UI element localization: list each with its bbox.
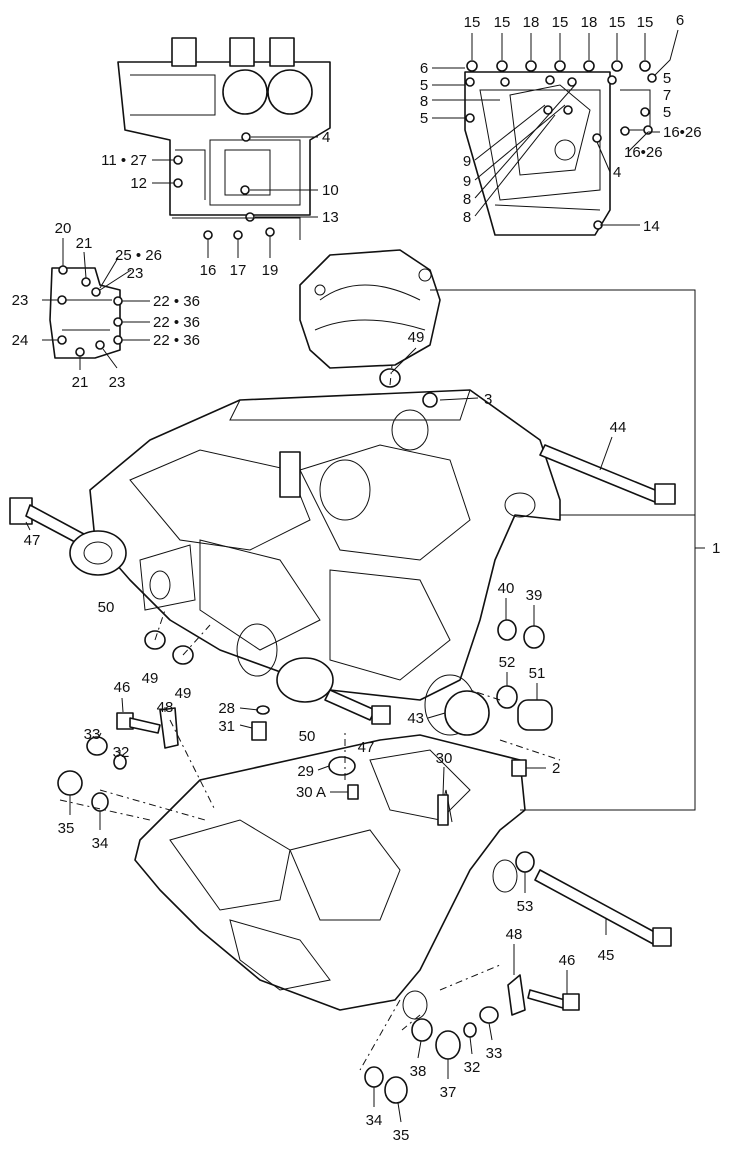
callout-labels: 15 15 18 15 18 15 15 6 6 5 8 5 5 7 5 16•…	[12, 12, 721, 1144]
callout-49: 49	[408, 329, 425, 346]
callout-5: 5	[420, 77, 428, 94]
callout-2: 2	[552, 760, 560, 777]
callout-15: 15	[637, 14, 654, 31]
callout-32: 32	[464, 1059, 481, 1076]
upper-crankcase	[89, 389, 561, 736]
callout-45: 45	[598, 947, 615, 964]
callout-48: 48	[157, 699, 174, 716]
callout-4: 4	[322, 129, 330, 146]
callout-50: 50	[98, 599, 115, 616]
callout-37: 37	[440, 1084, 457, 1101]
callout-10: 10	[322, 182, 339, 199]
callout-5: 5	[663, 70, 671, 87]
callout-28: 28	[218, 700, 235, 717]
inset-cover-plate	[49, 265, 123, 359]
callout-19: 19	[262, 262, 279, 279]
callout-44: 44	[610, 419, 627, 436]
callout-49: 49	[142, 670, 159, 687]
callout-24: 24	[12, 332, 29, 349]
callout-5: 5	[663, 104, 671, 121]
callout-34: 34	[366, 1112, 383, 1129]
callout-15: 15	[552, 14, 569, 31]
callout-29: 29	[297, 763, 314, 780]
callout-23: 23	[12, 292, 29, 309]
callout-52: 52	[499, 654, 516, 671]
callout-30: 30	[436, 750, 453, 767]
callout-50: 50	[299, 728, 316, 745]
inset-lower-case-view	[464, 60, 657, 236]
inset-cylinder-view	[117, 37, 331, 240]
callout-33: 33	[486, 1045, 503, 1062]
callout-15: 15	[609, 14, 626, 31]
callout-38: 38	[410, 1063, 427, 1080]
alignment-lines	[59, 364, 561, 1071]
callout-31: 31	[218, 718, 235, 735]
callout-8: 8	[463, 209, 471, 226]
callout-32: 32	[113, 744, 130, 761]
callout-30A: 30 A	[296, 784, 326, 801]
callout-7: 7	[663, 87, 671, 104]
callout-3: 3	[484, 391, 492, 408]
callout-46: 46	[114, 679, 131, 696]
callout-11-27: 11 • 27	[101, 152, 147, 169]
upper-breather-cover	[299, 249, 441, 369]
callout-17: 17	[230, 262, 247, 279]
callout-35: 35	[58, 820, 75, 837]
callout-35: 35	[393, 1127, 410, 1144]
callout-9: 9	[463, 153, 471, 170]
callout-8: 8	[420, 93, 428, 110]
callout-20: 20	[55, 220, 72, 237]
lower-crankcase	[134, 734, 526, 1020]
callout-47: 47	[24, 532, 41, 549]
callout-15: 15	[494, 14, 511, 31]
callout-47: 47	[358, 739, 375, 756]
callout-23: 23	[127, 265, 144, 282]
callout-6: 6	[420, 60, 428, 77]
item-1-bracket	[430, 289, 705, 811]
callout-53: 53	[517, 898, 534, 915]
callout-16-26: 16•26	[624, 144, 663, 161]
callout-16: 16	[200, 262, 217, 279]
callout-23: 23	[109, 374, 126, 391]
callout-13: 13	[322, 209, 339, 226]
callout-16-26: 16•26	[663, 124, 702, 141]
callout-4: 4	[613, 164, 621, 181]
callout-39: 39	[526, 587, 543, 604]
callout-40: 40	[498, 580, 515, 597]
callout-25-26: 25 • 26	[115, 247, 162, 264]
small-parts	[9, 368, 676, 1104]
callout-18: 18	[523, 14, 540, 31]
callout-8: 8	[463, 191, 471, 208]
callout-22-36: 22 • 36	[153, 332, 200, 349]
callout-18: 18	[581, 14, 598, 31]
callout-9: 9	[463, 173, 471, 190]
callout-46: 46	[559, 952, 576, 969]
callout-22-36: 22 • 36	[153, 293, 200, 310]
callout-14: 14	[643, 218, 660, 235]
callout-33: 33	[84, 726, 101, 743]
leader-lines	[25, 29, 679, 1123]
callout-21: 21	[76, 235, 93, 252]
callout-49: 49	[175, 685, 192, 702]
callout-22-36: 22 • 36	[153, 314, 200, 331]
callout-43: 43	[407, 710, 424, 727]
callout-51: 51	[529, 665, 546, 682]
callout-6: 6	[676, 12, 684, 29]
callout-48: 48	[506, 926, 523, 943]
callout-15: 15	[464, 14, 481, 31]
callout-21: 21	[72, 374, 89, 391]
callout-5: 5	[420, 110, 428, 127]
callout-34: 34	[92, 835, 109, 852]
callout-12: 12	[130, 175, 147, 192]
callout-1: 1	[712, 540, 720, 557]
